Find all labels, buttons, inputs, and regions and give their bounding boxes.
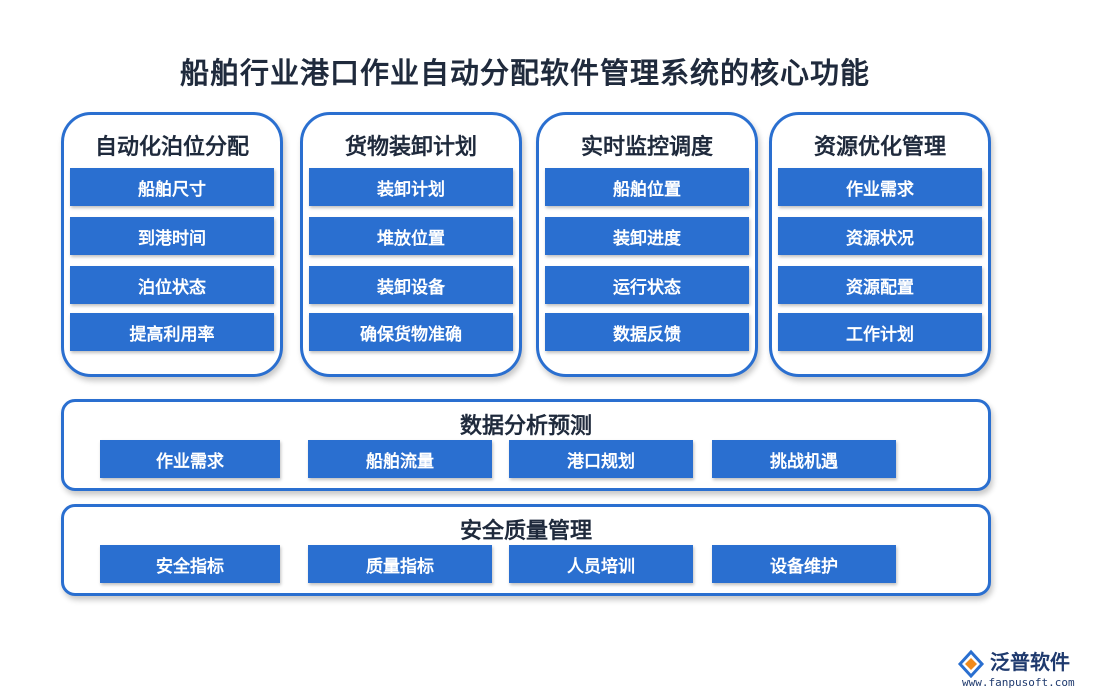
- module-panel-berth: 自动化泊位分配 船舶尺寸 到港时间 泊位状态 提高利用率: [61, 112, 283, 377]
- brand-logo: 泛普软件 www.fanpusoft.com: [956, 644, 1086, 692]
- band-item: 安全指标: [100, 545, 280, 583]
- band-item: 质量指标: [308, 545, 492, 583]
- brand-mark-icon: [957, 649, 985, 678]
- band-safety-quality: 安全质量管理 安全指标 质量指标 人员培训 设备维护: [61, 504, 991, 596]
- band-item: 港口规划: [509, 440, 693, 478]
- module-title: 自动化泊位分配: [94, 135, 249, 160]
- module-item: 作业需求: [778, 168, 982, 206]
- brand-url: www.fanpusoft.com: [962, 676, 1075, 689]
- module-title: 货物装卸计划: [344, 135, 477, 160]
- band-item: 挑战机遇: [712, 440, 896, 478]
- band-title: 安全质量管理: [459, 519, 592, 544]
- band-item: 船舶流量: [308, 440, 492, 478]
- page-title: 船舶行业港口作业自动分配软件管理系统的核心功能: [179, 56, 870, 90]
- module-item: 船舶尺寸: [70, 168, 274, 206]
- module-item: 资源状况: [778, 217, 982, 255]
- band-item: 人员培训: [509, 545, 693, 583]
- module-item: 确保货物准确: [309, 313, 513, 351]
- module-title: 实时监控调度: [580, 135, 713, 160]
- band-title: 数据分析预测: [459, 414, 592, 439]
- module-item: 数据反馈: [545, 313, 749, 351]
- module-item: 装卸设备: [309, 266, 513, 304]
- band-data-analysis: 数据分析预测 作业需求 船舶流量 港口规划 挑战机遇: [61, 399, 991, 491]
- module-item: 运行状态: [545, 266, 749, 304]
- module-panel-monitor: 实时监控调度 船舶位置 装卸进度 运行状态 数据反馈: [536, 112, 758, 377]
- module-item: 堆放位置: [309, 217, 513, 255]
- module-title: 资源优化管理: [813, 135, 946, 160]
- module-item: 船舶位置: [545, 168, 749, 206]
- module-item: 资源配置: [778, 266, 982, 304]
- module-item: 到港时间: [70, 217, 274, 255]
- module-item: 泊位状态: [70, 266, 274, 304]
- module-panel-resource: 资源优化管理 作业需求 资源状况 资源配置 工作计划: [769, 112, 991, 377]
- module-item: 装卸计划: [309, 168, 513, 206]
- band-item: 设备维护: [712, 545, 896, 583]
- module-item: 装卸进度: [545, 217, 749, 255]
- module-item: 提高利用率: [70, 313, 274, 351]
- band-item: 作业需求: [100, 440, 280, 478]
- module-item: 工作计划: [778, 313, 982, 351]
- module-panel-cargo: 货物装卸计划 装卸计划 堆放位置 装卸设备 确保货物准确: [300, 112, 522, 377]
- brand-name: 泛普软件: [990, 650, 1070, 674]
